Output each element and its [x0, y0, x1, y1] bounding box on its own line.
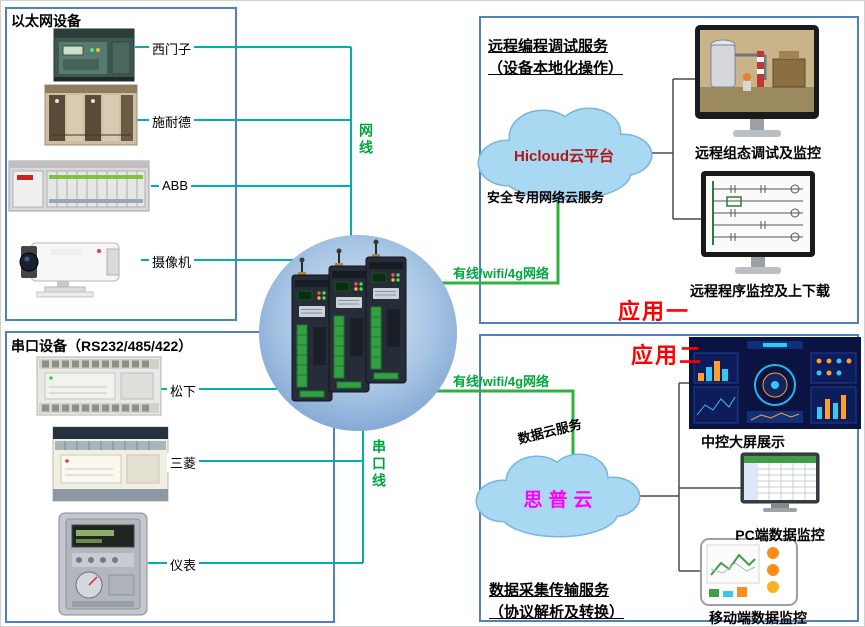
cloud-network-lines	[436, 199, 575, 463]
app2-panel	[479, 334, 859, 622]
abb-plc-image	[8, 160, 150, 212]
device-label-mitsubishi: 三菱	[167, 453, 200, 472]
app2-bracket-lines	[635, 382, 743, 572]
monitor2-image	[701, 171, 815, 274]
meter-image	[58, 512, 148, 616]
dashboard-image	[689, 337, 861, 429]
serial-cable-label: 串口线	[371, 439, 387, 490]
hicloud-label: Hicloud云平台	[514, 148, 614, 165]
app1-network-label: 有线/wifi/4g网络	[453, 266, 550, 281]
device-label-schneider: 施耐德	[149, 112, 195, 131]
device-label-abb: ABB	[159, 178, 192, 193]
monitor1-image	[695, 25, 819, 137]
hicloud-cloud	[477, 107, 653, 201]
serial-devices-panel	[5, 331, 335, 623]
camera-image	[19, 242, 120, 298]
tablet-image	[700, 538, 798, 606]
sipu-cloud-label: 思普云	[523, 490, 599, 511]
gateway-cluster	[259, 235, 457, 431]
dashboard-caption: 中控大屏展示	[701, 434, 785, 450]
monitor1-caption: 远程组态调试及监控	[695, 145, 821, 161]
device-label-panasonic: 松下	[167, 381, 200, 400]
device-label-siemens: 西门子	[149, 39, 195, 58]
ethernet-panel-title: 以太网设备	[11, 13, 81, 29]
app1-badge: 应用一	[618, 299, 691, 324]
app2-service-title-line1: 数据采集传输服务	[489, 582, 610, 599]
device-label-camera: 摄像机	[149, 252, 195, 271]
device-label-meter: 仪表	[167, 555, 200, 574]
sipu-cloud	[475, 453, 641, 538]
schneider-plc-image	[44, 84, 138, 146]
ethernet-cable-label: 网线	[358, 123, 374, 157]
app1-service-title-line2: （设备本地化操作）	[488, 60, 624, 77]
app1-bracket-lines	[647, 78, 703, 220]
pc-monitor-caption: PC端数据监控	[735, 527, 825, 543]
ethernet-connector-lines	[135, 46, 352, 261]
ethernet-devices-panel	[5, 7, 237, 321]
app2-badge: 应用二	[631, 343, 704, 368]
panasonic-plc-image	[36, 356, 162, 416]
monitor2-caption: 远程程序监控及上下载	[690, 283, 830, 299]
mitsubishi-plc-image	[52, 426, 169, 502]
app2-service-title-line2: （协议解析及转换）	[489, 604, 625, 621]
app2-network-label: 有线/wifi/4g网络	[453, 374, 550, 389]
app1-service-title-line1: 远程编程调试服务	[488, 38, 609, 55]
serial-panel-title: 串口设备（RS232/485/422）	[11, 338, 193, 354]
siemens-plc-image	[53, 28, 135, 82]
tablet-caption: 移动端数据监控	[709, 610, 807, 626]
secure-network-service-label: 安全专用网络云服务	[487, 190, 605, 205]
pc-monitor-image	[740, 452, 820, 512]
serial-connector-lines	[148, 388, 364, 564]
